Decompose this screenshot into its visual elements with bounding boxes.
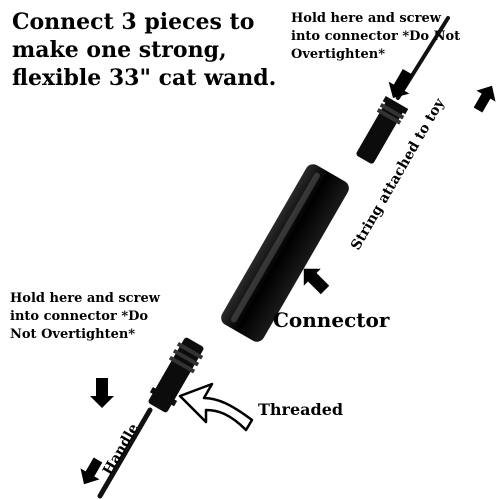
bottom-instruction-line: Not Overtighten* (10, 327, 136, 342)
connector-label: Connector (273, 308, 390, 332)
upper-threaded-tip (356, 96, 409, 164)
headline-line: flexible 33" cat wand. (12, 65, 277, 91)
top-instruction-line: Overtighten* (291, 47, 386, 62)
handle-rod (97, 407, 153, 499)
bottom-instruction-line: Hold here and screw (10, 291, 160, 306)
arrow-icon (303, 268, 330, 295)
connector-body (221, 164, 349, 342)
top-instruction: Hold here and screw into connector *Do N… (291, 10, 460, 64)
top-instruction-line: Hold here and screw (291, 11, 441, 26)
arrow-icon (388, 69, 414, 98)
headline-line: Connect 3 pieces to (12, 9, 255, 35)
bottom-instruction: Hold here and screw into connector *Do N… (10, 290, 160, 344)
threaded-label: Threaded (258, 400, 344, 419)
curved-arrow-icon (178, 382, 254, 432)
headline: Connect 3 pieces to make one strong, fle… (12, 8, 276, 92)
top-instruction-line: into connector *Do Not (291, 29, 461, 44)
headline-line: make one strong, (12, 37, 227, 63)
lower-threaded-tip (148, 337, 204, 413)
arrow-icon (90, 378, 114, 408)
arrow-icon (473, 85, 496, 113)
bottom-instruction-line: into connector *Do (10, 309, 149, 324)
arrow-icon (80, 457, 103, 485)
